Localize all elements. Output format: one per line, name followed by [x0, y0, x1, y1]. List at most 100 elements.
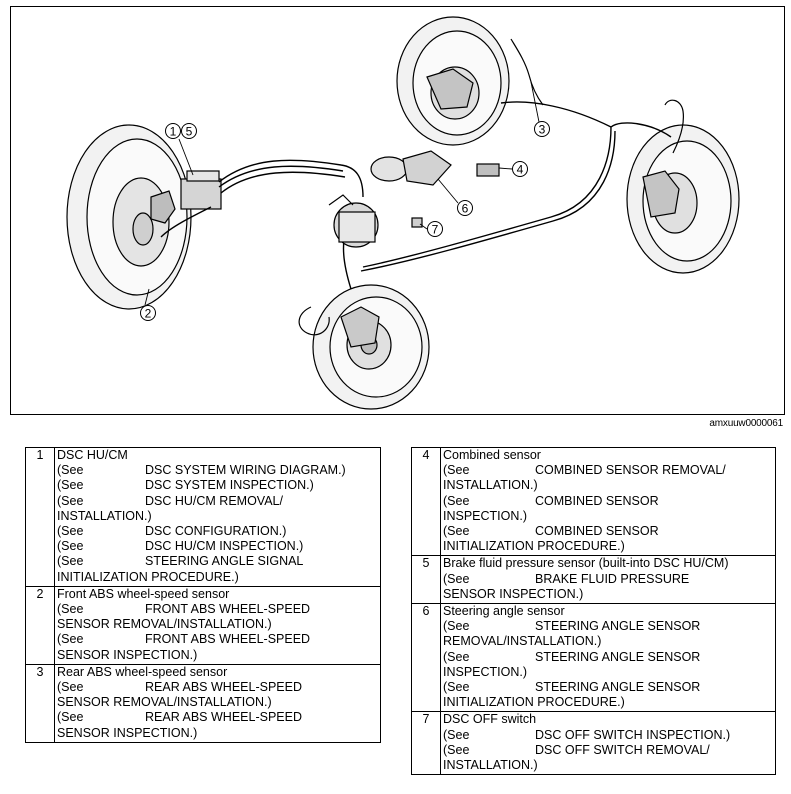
- reference-link[interactable]: DSC HU/CM REMOVAL/: [145, 493, 283, 508]
- item-name: DSC OFF switch: [443, 712, 537, 727]
- rear-left-wheel: [396, 16, 510, 146]
- svg-text:4: 4: [517, 163, 524, 177]
- reference-link[interactable]: DSC HU/CM INSPECTION.): [145, 539, 304, 554]
- reference-line: (See FRONT ABS WHEEL-SPEED: [57, 602, 378, 617]
- reference-link[interactable]: FRONT ABS WHEEL-SPEED: [145, 632, 311, 647]
- steering-angle-sensor: [370, 150, 452, 186]
- see-label: (See: [57, 524, 84, 539]
- combined-sensor: [476, 163, 500, 177]
- reference-link[interactable]: COMBINED SENSOR: [535, 524, 659, 539]
- see-label: (See: [57, 602, 84, 617]
- svg-text:1: 1: [170, 125, 177, 139]
- reference-link[interactable]: STEERING ANGLE SENSOR: [535, 649, 701, 664]
- rear-right-sensor-wire: [664, 99, 684, 154]
- reference-link[interactable]: DSC SYSTEM INSPECTION.): [145, 478, 314, 493]
- rear-right-wheel: [626, 124, 740, 274]
- callout-4: 4: [512, 161, 528, 177]
- see-label: (See: [443, 493, 470, 508]
- see-label: (See: [57, 680, 84, 695]
- item-number: 4: [411, 446, 441, 557]
- reference-link[interactable]: REAR ABS WHEEL-SPEED: [145, 680, 302, 695]
- reference-continuation[interactable]: INSTALLATION.): [443, 758, 538, 773]
- reference-link[interactable]: REAR ABS WHEEL-SPEED: [145, 710, 302, 725]
- reference-continuation[interactable]: SENSOR INSPECTION.): [443, 586, 584, 601]
- callout-3: 3: [534, 121, 550, 137]
- svg-text:7: 7: [432, 223, 439, 237]
- item-name: Brake fluid pressure sensor (built-into …: [443, 556, 729, 571]
- see-label: (See: [443, 463, 470, 478]
- reference-link[interactable]: STEERING ANGLE SIGNAL: [145, 554, 304, 569]
- see-label: (See: [443, 742, 470, 757]
- svg-text:2: 2: [145, 307, 152, 321]
- reference-link[interactable]: FRONT ABS WHEEL-SPEED: [145, 602, 311, 617]
- reference-line: (See DSC CONFIGURATION.): [57, 524, 378, 539]
- reference-link[interactable]: COMBINED SENSOR: [535, 493, 659, 508]
- svg-text:6: 6: [462, 202, 469, 216]
- reference-link[interactable]: STEERING ANGLE SENSOR: [535, 619, 701, 634]
- dsc-system-illustration: 1 5 2 3 4 6 7: [66, 16, 740, 410]
- reference-link[interactable]: DSC SYSTEM WIRING DIAGRAM.): [145, 463, 346, 478]
- brake-lines: [160, 101, 672, 290]
- reference-continuation[interactable]: INSPECTION.): [443, 508, 528, 523]
- see-label: (See: [57, 478, 84, 493]
- reference-link[interactable]: STEERING ANGLE SENSOR: [535, 680, 701, 695]
- reference-continuation[interactable]: INSTALLATION.): [443, 478, 538, 493]
- reference-line: (See BRAKE FLUID PRESSURE: [443, 572, 773, 587]
- reference-continuation[interactable]: INSPECTION.): [443, 664, 528, 679]
- see-label: (See: [443, 571, 470, 586]
- reference-line: (See REAR ABS WHEEL-SPEED: [57, 680, 378, 695]
- see-label: (See: [57, 539, 84, 554]
- reference-continuation[interactable]: SENSOR INSPECTION.): [57, 725, 198, 740]
- reference-link[interactable]: BRAKE FLUID PRESSURE: [535, 571, 690, 586]
- item-description: Brake fluid pressure sensor (built-into …: [440, 555, 776, 605]
- item-number: 5: [411, 555, 441, 605]
- reference-link[interactable]: DSC OFF SWITCH REMOVAL/: [535, 742, 710, 757]
- callout-2: 2: [140, 305, 156, 321]
- reference-continuation[interactable]: INITIALIZATION PROCEDURE.): [57, 569, 239, 584]
- reference-link[interactable]: DSC CONFIGURATION.): [145, 524, 287, 539]
- reference-continuation[interactable]: INITIALIZATION PROCEDURE.): [443, 695, 625, 710]
- reference-link[interactable]: DSC OFF SWITCH INSPECTION.): [535, 727, 731, 742]
- item-number: 7: [411, 711, 441, 776]
- callout-7: 7: [427, 221, 443, 237]
- item-number: 2: [25, 585, 55, 665]
- reference-continuation[interactable]: SENSOR REMOVAL/INSTALLATION.): [57, 695, 272, 710]
- item-number: 3: [25, 663, 55, 743]
- item-name: Rear ABS wheel-speed sensor: [57, 664, 228, 679]
- reference-line: (See COMBINED SENSOR: [443, 494, 773, 509]
- svg-text:3: 3: [539, 123, 546, 137]
- item-number: 6: [411, 603, 441, 713]
- item-name: Front ABS wheel-speed sensor: [57, 586, 230, 601]
- reference-continuation[interactable]: INSTALLATION.): [57, 508, 152, 523]
- reference-continuation[interactable]: REMOVAL/INSTALLATION.): [443, 634, 602, 649]
- reference-link[interactable]: COMBINED SENSOR REMOVAL/: [535, 463, 726, 478]
- see-label: (See: [57, 493, 84, 508]
- front-right-wheel: [312, 284, 430, 410]
- reference-continuation[interactable]: INITIALIZATION PROCEDURE.): [443, 539, 625, 554]
- leader-lines: [144, 81, 540, 306]
- reference-continuation[interactable]: SENSOR INSPECTION.): [57, 647, 198, 662]
- rear-left-sensor-wire: [510, 38, 544, 106]
- callout-6: 6: [457, 200, 473, 216]
- reference-continuation[interactable]: SENSOR REMOVAL/INSTALLATION.): [57, 617, 272, 632]
- front-right-sensor-wire: [298, 306, 330, 336]
